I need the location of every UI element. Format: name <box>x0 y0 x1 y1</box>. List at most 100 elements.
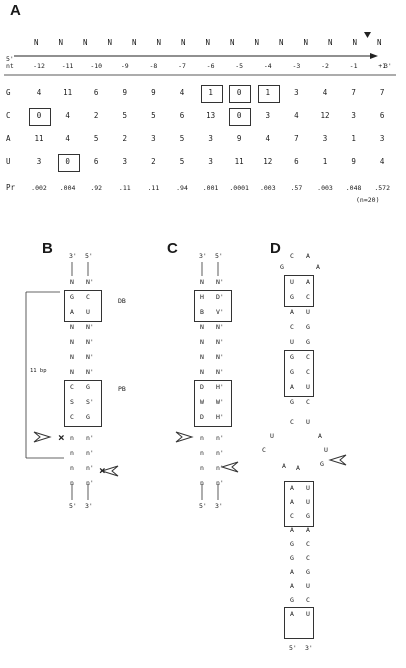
count-cell: 4 <box>65 111 70 120</box>
top-letter-8: N <box>230 38 235 47</box>
count-cell: 3 <box>36 157 42 166</box>
base-right: n' <box>86 464 94 472</box>
loop-base: C <box>290 252 294 260</box>
loop-base: U <box>324 446 328 454</box>
base-right: U <box>306 582 310 590</box>
position-2: -10 <box>90 62 103 70</box>
base-right: n' <box>216 449 224 457</box>
position-12: +1 <box>378 62 387 70</box>
count-cell: 12 <box>320 111 330 120</box>
base-left: N <box>70 353 74 361</box>
base-left: H <box>200 293 204 301</box>
base-left: A <box>70 308 74 316</box>
count-cell: 0 <box>36 111 42 120</box>
base-right: D' <box>216 293 224 301</box>
top-letter-10: N <box>279 38 284 47</box>
cleavage-arrow-icon <box>220 461 239 473</box>
top-letter-2: N <box>83 38 88 47</box>
count-cell: 11 <box>234 157 244 166</box>
probability-value: .57 <box>290 184 303 192</box>
count-cell: 5 <box>151 111 156 120</box>
base-left: N <box>200 323 204 331</box>
position-1: -11 <box>61 62 74 70</box>
loop-base: A <box>318 432 322 440</box>
base-right: U <box>306 498 310 506</box>
count-cell: 3 <box>351 111 356 120</box>
base-right: C <box>306 596 310 604</box>
count-cell: 1 <box>351 134 356 143</box>
probability-value: .94 <box>176 184 188 192</box>
base-left: n <box>70 434 74 442</box>
loop-base: A <box>306 252 310 260</box>
base-left: n <box>200 434 204 442</box>
probability-value: .92 <box>90 184 103 192</box>
base-right: U <box>86 308 90 316</box>
cleavage-arrow-icon <box>328 454 347 466</box>
count-cell: 11 <box>34 134 44 143</box>
base-right: U <box>306 308 310 316</box>
zero-count-box <box>200 85 223 103</box>
base-left: A <box>290 526 294 534</box>
count-cell: 4 <box>294 111 299 120</box>
loop-base: A <box>316 263 320 271</box>
helix-box <box>194 290 232 322</box>
base-left: C <box>70 413 74 421</box>
count-cell: 7 <box>294 134 299 143</box>
base-left: n <box>70 449 74 457</box>
count-cell: 3 <box>294 88 299 97</box>
cleavage-arrow-icon <box>100 465 119 477</box>
base-right: N' <box>216 353 224 361</box>
base-left: n <box>70 479 74 487</box>
base-right: G <box>306 323 310 331</box>
count-cell: 5 <box>179 157 185 166</box>
loop-base: U <box>306 418 310 426</box>
base-right: N' <box>216 323 224 331</box>
base-right: n' <box>86 449 94 457</box>
base-right: W' <box>216 398 224 406</box>
base-right: N' <box>216 368 224 376</box>
strand-start-label: 5' <box>6 55 14 63</box>
probability-value: .0001 <box>229 184 249 192</box>
base-label-C: C <box>6 111 11 120</box>
probability-value: .572 <box>374 184 391 192</box>
base-left: N <box>70 338 74 346</box>
loop-base: A <box>282 462 286 470</box>
base-left: A <box>290 568 294 576</box>
probability-value: .004 <box>59 184 76 192</box>
count-cell: 5 <box>179 134 185 143</box>
base-left: C <box>290 323 294 331</box>
count-cell: 5 <box>93 134 99 143</box>
base-right: n' <box>216 464 224 472</box>
base-left: A <box>290 484 294 492</box>
count-cell: 9 <box>122 88 128 97</box>
base-left: N <box>200 338 204 346</box>
probability-label: Pr <box>6 183 16 192</box>
base-left: B <box>200 308 204 316</box>
count-cell: 12 <box>263 157 273 166</box>
base-right: C <box>306 293 310 301</box>
helix-box <box>64 290 102 322</box>
base-right: A <box>306 278 310 286</box>
position-8: -4 <box>263 62 272 70</box>
cleavage-arrow-icon <box>175 431 194 443</box>
base-left: N <box>200 368 204 376</box>
helix-box <box>284 607 314 639</box>
top-letter-0: N <box>34 38 39 47</box>
top-end-label: 5' <box>215 252 223 260</box>
base-right: N' <box>86 323 94 331</box>
probability-value: .002 <box>31 184 47 192</box>
base-right: C <box>306 368 310 376</box>
base-left: W <box>200 398 204 406</box>
count-cell: 0 <box>236 111 242 120</box>
base-right: n' <box>216 479 224 487</box>
base-left: G <box>70 293 74 301</box>
helix-box <box>284 481 314 527</box>
loop-base: C <box>290 418 294 426</box>
position-10: -2 <box>321 62 329 70</box>
base-left: N <box>70 278 74 286</box>
top-end-label: 3' <box>199 252 207 260</box>
base-left: C <box>290 512 294 520</box>
count-cell: 3 <box>379 134 385 143</box>
base-right: n' <box>86 479 94 487</box>
zero-count-box <box>57 154 80 172</box>
